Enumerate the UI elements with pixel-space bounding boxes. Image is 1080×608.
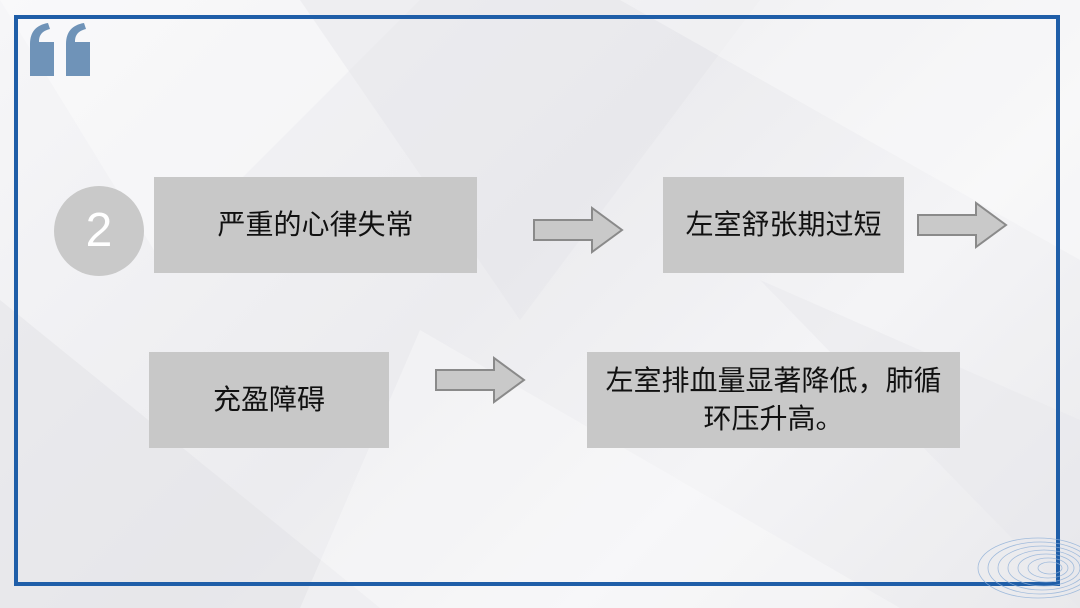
filling-box: 充盈障碍	[149, 352, 389, 448]
diastole-box: 左室舒张期过短	[663, 177, 904, 273]
right-arrow-icon	[532, 206, 624, 254]
quote-mark-icon	[28, 22, 98, 78]
right-arrow-icon	[434, 356, 526, 404]
slide-frame	[14, 15, 1060, 586]
result-box: 左室排血量显著降低，肺循环压升高。	[587, 352, 960, 448]
right-arrow-icon	[916, 201, 1008, 249]
cause-box: 严重的心律失常	[154, 177, 477, 273]
step-number-badge: 2	[54, 186, 144, 276]
swirl-decoration	[958, 508, 1080, 608]
